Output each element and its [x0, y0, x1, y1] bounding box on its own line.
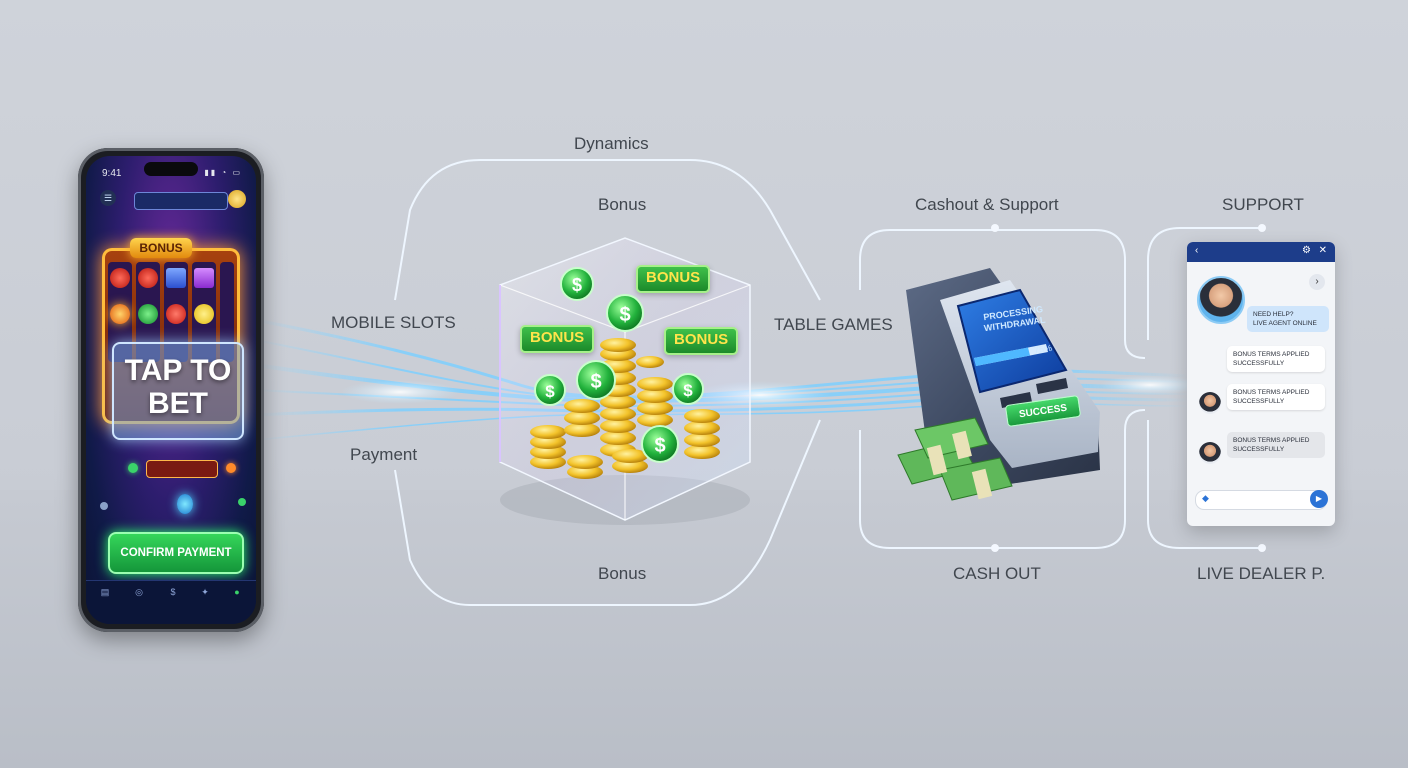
svg-text:$: $	[619, 304, 630, 326]
support-frame-line	[1147, 227, 1262, 549]
nav-home-icon[interactable]: ▤	[100, 587, 110, 597]
status-time: 9:41	[102, 168, 122, 179]
support-agent-avatar	[1197, 276, 1245, 324]
nav-account-icon[interactable]: ●	[234, 587, 240, 597]
label-support: SUPPORT	[1222, 195, 1304, 214]
menu-icon[interactable]: ☰	[100, 190, 116, 206]
chat-message: BONUS TERMS APPLIED SUCCESSFULLY	[1227, 432, 1325, 458]
chat-header: ‹ ⚙ ✕	[1187, 242, 1335, 262]
spin-bar[interactable]	[146, 460, 218, 478]
game-title-pill	[134, 192, 228, 210]
attach-icon[interactable]: ◆	[1202, 493, 1209, 503]
nav-games-icon[interactable]: ◎	[135, 587, 143, 597]
status-light-icon	[226, 463, 236, 473]
nav-promo-icon[interactable]: ✦	[201, 587, 209, 597]
cube-frame-line	[394, 159, 821, 606]
svg-text:$: $	[572, 275, 582, 295]
svg-text:$: $	[545, 382, 555, 401]
user-avatar	[1199, 442, 1221, 464]
label-cash-out: CASH OUT	[953, 564, 1041, 583]
cherry-icon	[110, 268, 130, 288]
user-avatar	[1199, 392, 1221, 414]
label-dynamics: Dynamics	[574, 134, 649, 153]
chat-message: BONUS TERMS APPLIED SUCCESSFULLY	[1227, 346, 1325, 372]
chat-input[interactable]: ◆ ▶	[1195, 490, 1328, 510]
chat-message: BONUS TERMS APPLIED SUCCESSFULLY	[1227, 384, 1325, 410]
smartphone: 9:41 ▮▮ ◔ ▭ ☰ BONUS TAP TO BET CONFIRM P…	[78, 148, 264, 632]
nav-wallet-icon[interactable]: $	[170, 587, 176, 597]
label-live-dealer: LIVE DEALER P.	[1197, 564, 1326, 583]
seven-icon	[194, 268, 214, 288]
star-icon	[110, 304, 130, 324]
send-icon[interactable]: ▶	[1310, 490, 1328, 508]
tap-to-bet-label: TAP TO BET	[124, 354, 232, 420]
svg-text:$: $	[654, 435, 665, 457]
cashout-frame-line	[859, 229, 1146, 549]
status-icons: ▮▮ ◔ ▭	[204, 168, 242, 177]
tap-to-bet-button[interactable]: TAP TO BET	[112, 342, 244, 440]
withdrawal-progress	[974, 344, 1048, 366]
label-payment: Payment	[350, 445, 418, 464]
confirm-payment-button[interactable]: CONFIRM PAYMENT	[108, 532, 244, 574]
cherry-icon	[166, 304, 186, 324]
slot-bonus-banner: BONUS	[130, 238, 192, 258]
close-icon[interactable]: ✕	[1318, 245, 1327, 256]
svg-text:$: $	[683, 381, 693, 400]
bonus-tag: BONUS	[520, 325, 595, 353]
phone-screen: 9:41 ▮▮ ◔ ▭ ☰ BONUS TAP TO BET CONFIRM P…	[86, 156, 256, 624]
settings-icon[interactable]: ⚙	[1302, 245, 1311, 256]
svg-text:$: $	[590, 371, 601, 393]
label-mobile-slots: MOBILE SLOTS	[331, 313, 456, 332]
bottom-nav: ▤ ◎ $ ✦ ●	[86, 580, 256, 624]
label-bonus-bottom: Bonus	[598, 564, 647, 583]
phone-notch	[144, 162, 198, 176]
seven-icon	[166, 268, 186, 288]
label-bonus-top: Bonus	[598, 195, 647, 214]
dot-icon	[238, 498, 246, 506]
status-light-icon	[128, 463, 138, 473]
support-chat-panel: ‹ ⚙ ✕ › NEED HELP? LIVE AGENT ONLINE BON…	[1187, 242, 1335, 526]
chat-message: NEED HELP? LIVE AGENT ONLINE	[1247, 306, 1329, 332]
cherry-icon	[138, 268, 158, 288]
back-icon[interactable]: ‹	[1195, 245, 1199, 256]
label-table-games: TABLE GAMES	[774, 315, 893, 334]
profile-avatar-icon[interactable]	[228, 190, 246, 208]
lemon-icon	[194, 304, 214, 324]
bonus-tag: BONUS	[664, 327, 739, 355]
slot-reel	[220, 262, 234, 362]
clover-icon	[138, 304, 158, 324]
bonus-tag: BONUS	[636, 265, 711, 293]
chevron-right-icon[interactable]: ›	[1309, 274, 1325, 290]
energy-drop-icon	[177, 494, 193, 514]
dot-icon	[100, 502, 108, 510]
label-cashout-support: Cashout & Support	[915, 195, 1059, 214]
